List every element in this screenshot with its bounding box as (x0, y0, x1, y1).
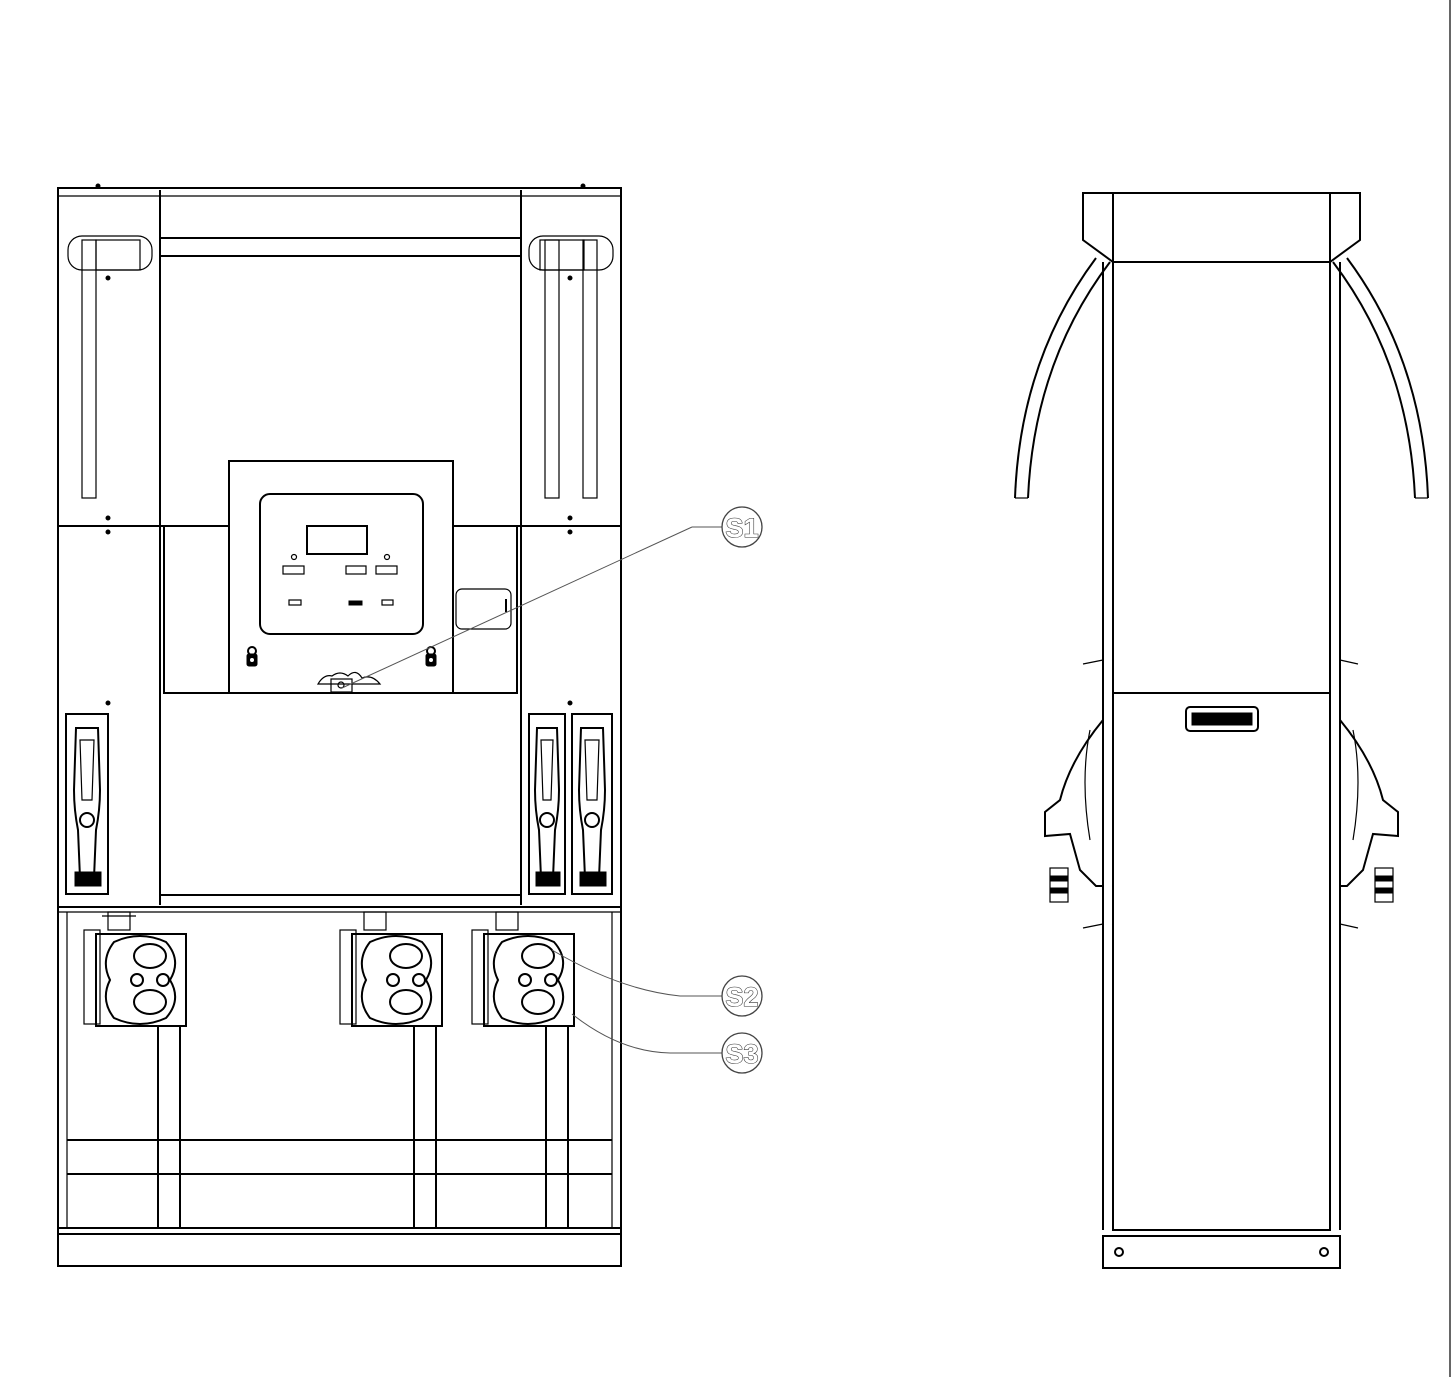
meter-unit-3 (471, 911, 575, 1228)
display-window-1 (282, 565, 305, 575)
display-window-2 (345, 565, 367, 575)
callout-s3: S3 (725, 1039, 758, 1069)
front-canopy (58, 183, 621, 258)
front-base-frame (57, 912, 622, 1267)
side-canopy (1082, 192, 1361, 263)
sensor-s1 (330, 678, 353, 693)
callout-s2: S2 (725, 982, 758, 1012)
side-body (1112, 261, 1331, 1231)
display-window-3 (375, 565, 398, 575)
calculator-head (228, 460, 454, 694)
right-hose-holder (520, 235, 614, 905)
callout-s1: S1 (725, 513, 758, 543)
side-nozzle-right (1339, 719, 1399, 903)
nozzle-right-1 (528, 713, 566, 895)
hose-right (1346, 257, 1429, 499)
side-handle (1185, 706, 1259, 732)
meter-unit-1 (83, 911, 187, 1228)
side-nozzle-left (1044, 719, 1104, 903)
display-panel (259, 493, 424, 635)
side-view (1014, 192, 1429, 1269)
callouts: S1 S2 S3 (341, 506, 763, 1074)
lock-icon (246, 646, 258, 667)
hose-left (1014, 257, 1097, 499)
nozzle-right-2 (567, 700, 613, 895)
left-hose-holder (67, 235, 161, 905)
meter-unit-2 (339, 911, 443, 1228)
card-reader (455, 588, 512, 630)
side-base (1102, 1235, 1341, 1269)
nozzle-left (65, 700, 111, 895)
front-view (57, 183, 622, 1267)
lcd-screen (306, 525, 368, 555)
